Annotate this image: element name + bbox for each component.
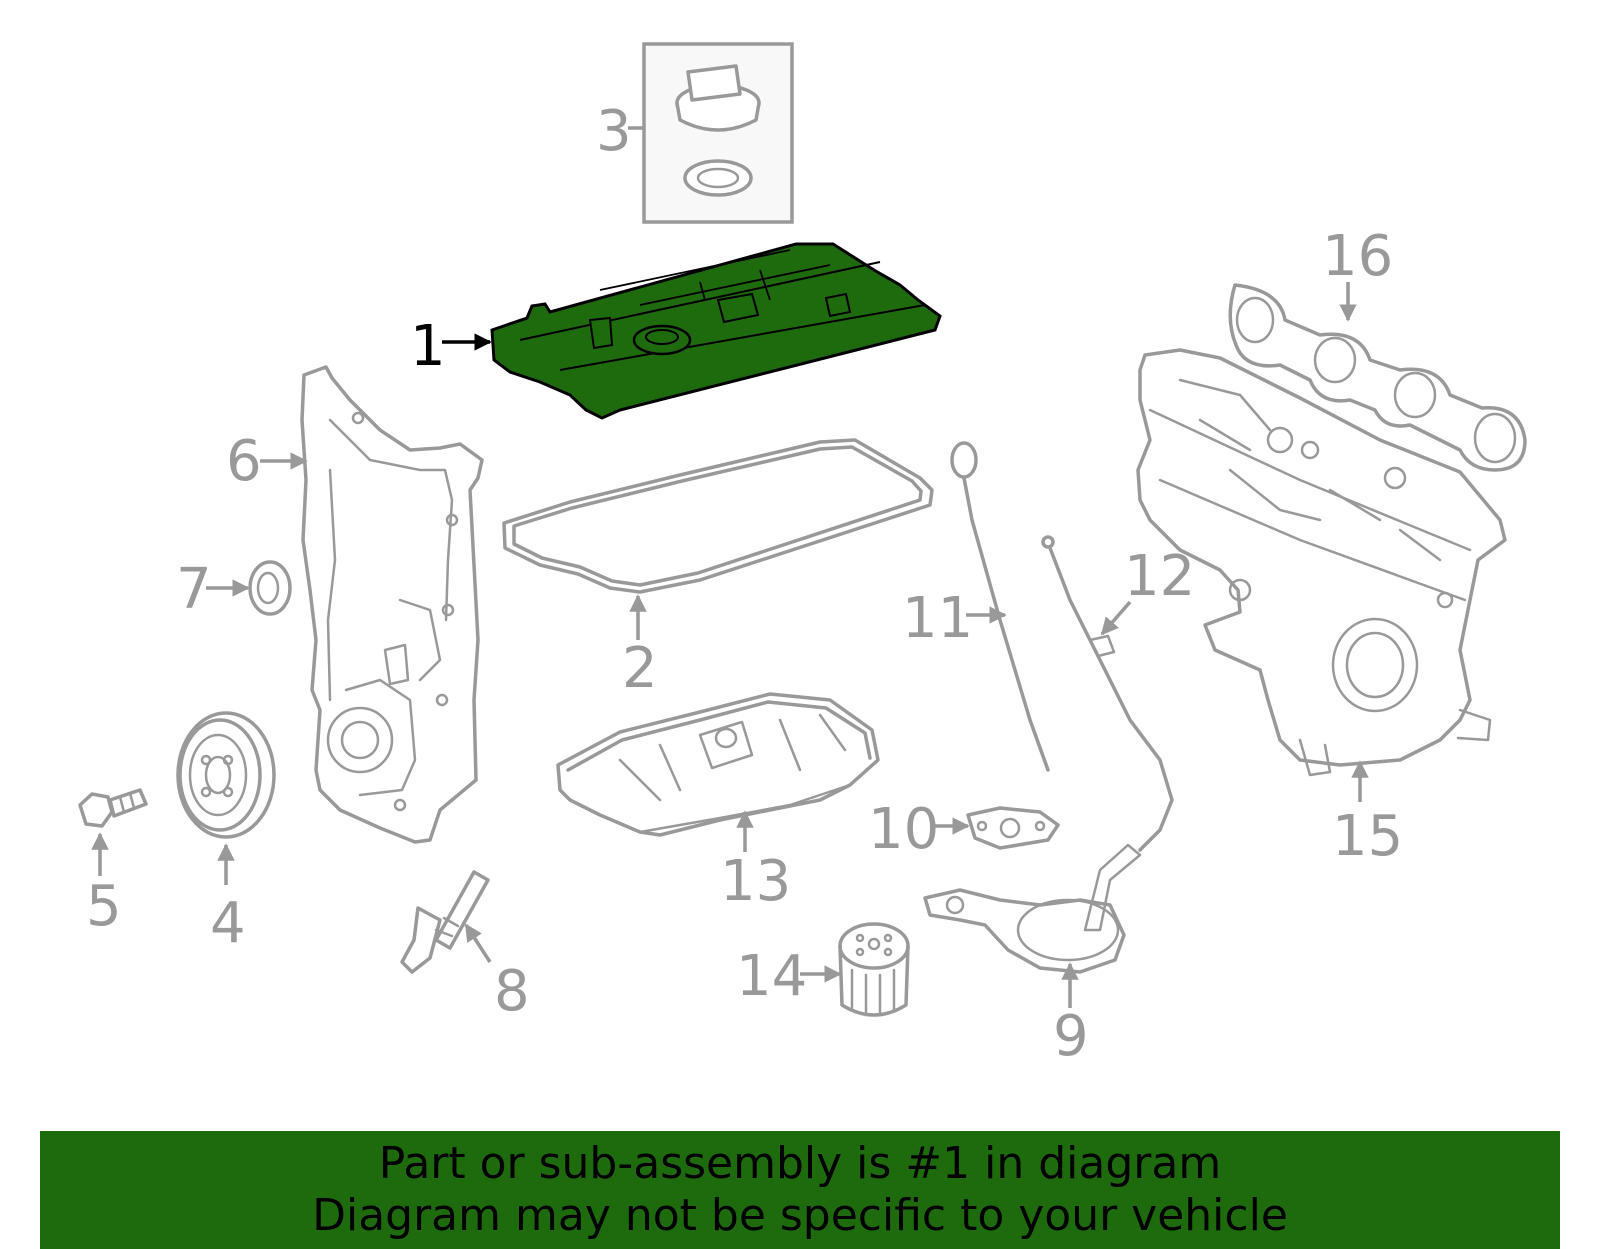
oil-filter[interactable] — [838, 922, 910, 1017]
oil-pan[interactable] — [556, 692, 880, 837]
callout-label-16: 16 — [1322, 224, 1393, 289]
callout-label-9: 9 — [1053, 1004, 1089, 1069]
oil-strainer-gasket[interactable] — [966, 806, 1060, 850]
oil-seal[interactable] — [248, 560, 292, 616]
callout-label-4: 4 — [210, 891, 246, 956]
callout-label-2: 2 — [622, 636, 658, 701]
banner-line-1: Part or sub-assembly is #1 in diagram — [378, 1138, 1222, 1189]
callout-12[interactable]: 12 — [1100, 544, 1195, 636]
callout-label-13: 13 — [720, 849, 791, 914]
callout-13[interactable]: 13 — [720, 810, 791, 914]
crankshaft-pulley[interactable] — [176, 711, 276, 839]
callout-9[interactable]: 9 — [1053, 962, 1089, 1069]
oil-filler-cap-group[interactable] — [642, 42, 794, 224]
pulley-bolt[interactable] — [78, 788, 148, 828]
callout-6[interactable]: 6 — [226, 429, 308, 494]
banner-line-2: Diagram may not be specific to your vehi… — [312, 1190, 1288, 1241]
callout-label-10: 10 — [868, 797, 939, 862]
callout-label-7: 7 — [176, 557, 212, 622]
oil-strainer[interactable] — [923, 843, 1142, 974]
callout-label-5: 5 — [86, 874, 122, 939]
callout-label-1: 1 — [410, 314, 446, 379]
callout-1[interactable]: 1 — [410, 314, 492, 379]
callout-label-15: 15 — [1332, 804, 1403, 869]
callout-3[interactable]: 3 — [596, 99, 644, 164]
callout-14[interactable]: 14 — [736, 944, 842, 1009]
crank-position-sensor[interactable] — [400, 870, 490, 974]
callout-label-12: 12 — [1124, 544, 1195, 609]
callout-4[interactable]: 4 — [210, 843, 246, 956]
intake-manifold-gasket[interactable] — [1228, 283, 1527, 472]
callout-2[interactable]: 2 — [622, 594, 658, 701]
callout-16[interactable]: 16 — [1322, 224, 1393, 322]
timing-cover[interactable] — [300, 365, 484, 844]
valve-cover-highlighted[interactable] — [490, 242, 942, 420]
callout-7[interactable]: 7 — [176, 557, 250, 622]
callout-8[interactable]: 8 — [464, 923, 530, 1024]
callout-15[interactable]: 15 — [1332, 760, 1403, 869]
callout-11[interactable]: 11 — [902, 586, 1007, 651]
callout-label-8: 8 — [494, 959, 530, 1024]
callout-label-14: 14 — [736, 944, 807, 1009]
callout-label-6: 6 — [226, 429, 262, 494]
callout-5[interactable]: 5 — [86, 832, 122, 939]
callout-label-3: 3 — [596, 99, 632, 164]
valve-cover-gasket[interactable] — [502, 438, 934, 594]
dipstick-tube[interactable] — [1041, 535, 1174, 852]
callout-label-11: 11 — [902, 586, 973, 651]
callout-10[interactable]: 10 — [868, 797, 970, 862]
engine-block[interactable] — [1136, 348, 1507, 777]
info-banner: Part or sub-assembly is #1 in diagram Di… — [40, 1131, 1560, 1249]
